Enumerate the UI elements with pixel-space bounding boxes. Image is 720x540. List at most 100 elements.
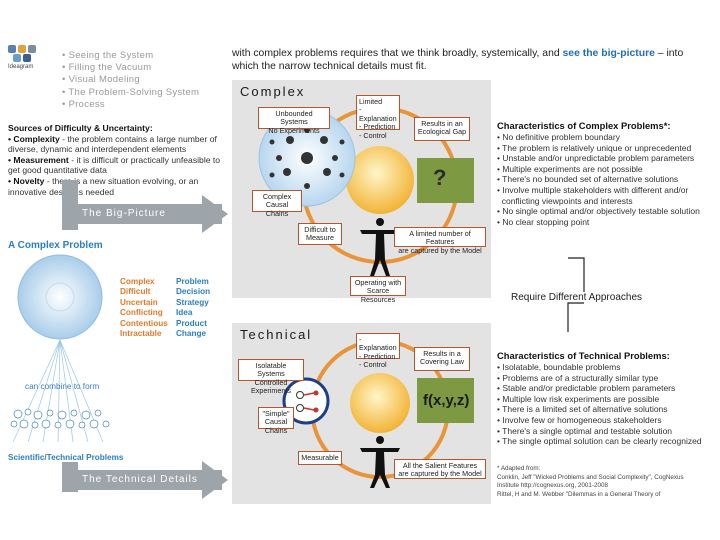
complex-system-dots — [269, 127, 345, 189]
ideagram-logo — [8, 45, 48, 73]
upper-bracket — [568, 257, 585, 292]
technical-characteristics-title: Characteristics of Technical Problems: — [497, 350, 670, 361]
novelty-text: - there is a new situation evolving, or … — [8, 175, 199, 197]
problem-nouns: Problem Decision Strategy Idea Product C… — [176, 277, 210, 339]
list-item: • The problem is relatively unique or un… — [497, 142, 692, 153]
technical-details-banner: The Technical Details — [62, 470, 222, 490]
complex-cycle-diagram — [258, 106, 474, 276]
adjective-difficult: Difficult — [120, 287, 151, 297]
big-picture-arrow-icon — [202, 195, 228, 233]
person-silhouette-icon — [360, 218, 400, 276]
adapted-line: Rittel, H and M. Webber "Dilemmas in a G… — [497, 490, 661, 498]
nav-list: • Seeing the System • Filling the Vacuum… — [62, 50, 199, 111]
complexity-label: • Complexity — [8, 133, 60, 144]
list-item: • Multiple experiments are not possible — [497, 163, 643, 174]
list-item: • There's a single optimal and testable … — [497, 425, 673, 436]
measurable-box: Measurable — [298, 451, 342, 465]
complex-problem-title: A Complex Problem — [8, 240, 103, 251]
noun-strategy: Strategy — [176, 297, 209, 307]
combine-label: can combine to form — [25, 382, 100, 391]
problem-adjectives: Complex Difficult Uncertain Conflicting … — [120, 277, 168, 339]
list-item: • No definitive problem boundary — [497, 132, 620, 142]
nav-item-filling-vacuum[interactable]: • Filling the Vacuum — [62, 62, 152, 74]
require-brackets — [567, 257, 585, 332]
sources-section: Sources of Difficulty & Uncertainty: • C… — [8, 123, 226, 197]
technical-explanation-box: - Explanation - Prediction - Control — [356, 333, 400, 369]
covering-law-box: Results in a Covering Law — [414, 347, 470, 371]
ecological-gap-box: Results in an Ecological Gap — [414, 117, 470, 141]
sources-title: Sources of Difficulty & Uncertainty: — [8, 123, 153, 133]
noun-product: Product — [176, 318, 207, 328]
simple-causal-icon — [296, 390, 319, 413]
list-item: • The single optimal solution can be cle… — [497, 436, 702, 447]
isolatable-systems-box: Isolatable Systems Controlled Experiment… — [238, 359, 304, 395]
intro-before: with complex problems requires that we t… — [232, 48, 563, 59]
lower-bracket — [567, 302, 584, 332]
adjective-uncertain: Uncertain — [120, 297, 158, 307]
technical-details-arrow-icon — [202, 461, 228, 499]
complex-panel-title: Complex — [240, 84, 306, 99]
complex-characteristics-title: Characteristics of Complex Problems*: — [497, 120, 671, 131]
technical-panel: Technical f(x,y,z) - Explanation - Predi… — [232, 323, 491, 504]
noun-idea: Idea — [176, 308, 193, 318]
intro-after: – into which the narrow technical detail… — [232, 48, 684, 72]
nav-item-process[interactable]: • Process — [62, 98, 105, 110]
list-item: • Multiple low risk experiments are poss… — [497, 393, 660, 404]
noun-problem: Problem — [176, 277, 209, 286]
question-mark: ? — [433, 165, 447, 190]
adapted-line: Conklin, Jeff "Wicked Problems and Socia… — [497, 473, 684, 481]
list-item: • Stable and/or predictable problem para… — [497, 383, 676, 394]
list-item: • Involve multiple stakeholders with dif… — [497, 184, 689, 195]
measurement-item: • Measurement - it is difficult or pract… — [8, 155, 226, 176]
salient-features-box: All the Salient Features are captured by… — [394, 459, 486, 479]
limited-box: Limited - Explanation - Prediction - Con… — [356, 95, 400, 139]
list-item: • No clear stopping point — [497, 216, 590, 227]
list-item: conflicting viewpoints and interests — [497, 195, 633, 206]
limited-features-box: A limited number of Features are capture… — [394, 227, 486, 255]
technical-panel-title: Technical — [240, 327, 313, 342]
adjective-conflicting: Conflicting — [120, 308, 163, 318]
complexity-text: - the problem contains a large number of… — [8, 133, 217, 155]
list-item: • No single optimal and/or objectively t… — [497, 206, 700, 217]
logo-text: Ideagram — [8, 64, 34, 70]
bubble-cluster — [10, 408, 110, 429]
simple-causal-box: "Simple" Causal Chains — [258, 407, 294, 435]
require-different-approaches: Require Different Approaches — [511, 292, 643, 303]
operating-scarce-box: Operating with Scarce Resources — [350, 276, 406, 304]
intro-text: with complex problems requires that we t… — [232, 47, 702, 73]
unbounded-systems-box: Unbounded Systems No Experiments — [258, 107, 330, 135]
technical-characteristics-list: • Isolatable, boundable problems • Probl… — [497, 362, 702, 447]
big-picture-banner: The Big-Picture — [62, 204, 222, 224]
adapted-from: * Adapted from: Conklin, Jeff "Wicked Pr… — [497, 465, 712, 499]
adapted-title: * Adapted from: — [497, 465, 541, 472]
adjective-intractable: Intractable — [120, 329, 162, 339]
noun-change: Change — [176, 329, 207, 339]
list-item: • Problems are of a structurally similar… — [497, 372, 659, 383]
question-box — [417, 158, 474, 203]
scientific-problems-label: Scientific/Technical Problems — [8, 453, 124, 462]
formula-text: f(x,y,z) — [423, 392, 470, 409]
nav-item-problem-solving[interactable]: • The Problem-Solving System — [62, 86, 200, 98]
complexity-item: • Complexity - the problem contains a la… — [8, 134, 226, 155]
complex-characteristics-list: • No definitive problem boundary • The p… — [497, 132, 700, 227]
list-item: • Involve few or homogeneous stakeholder… — [497, 414, 662, 425]
adjective-contentious: Contentious — [120, 318, 168, 328]
adapted-line: Institute http://cognexus.org, 2001-2008 — [497, 482, 608, 489]
complex-problem-sphere — [17, 254, 103, 340]
novelty-item: • Novelty - there is a new situation evo… — [8, 176, 226, 197]
difficult-measure-box: Difficult to Measure — [298, 223, 342, 245]
nav-item-seeing-system[interactable]: • Seeing the System — [62, 50, 154, 61]
complex-problem-graphic — [10, 254, 110, 443]
noun-decision: Decision — [176, 287, 211, 297]
adjective-complex: Complex — [120, 277, 155, 286]
technical-sun-icon — [350, 373, 410, 433]
list-item: • Unstable and/or unpredictable problem … — [497, 153, 695, 164]
intro-highlight: see the big-picture — [562, 48, 655, 59]
list-item: • There's no bounded set of alternative … — [497, 174, 679, 185]
list-item: • There is a limited set of alternative … — [497, 404, 668, 415]
technical-person-icon — [360, 436, 400, 488]
novelty-label: • Novelty — [8, 175, 45, 186]
nav-item-visual-modeling[interactable]: • Visual Modeling — [62, 74, 140, 86]
measurement-text: - it is difficult or practically unfeasi… — [8, 154, 221, 176]
measurement-label: • Measurement — [8, 154, 69, 165]
